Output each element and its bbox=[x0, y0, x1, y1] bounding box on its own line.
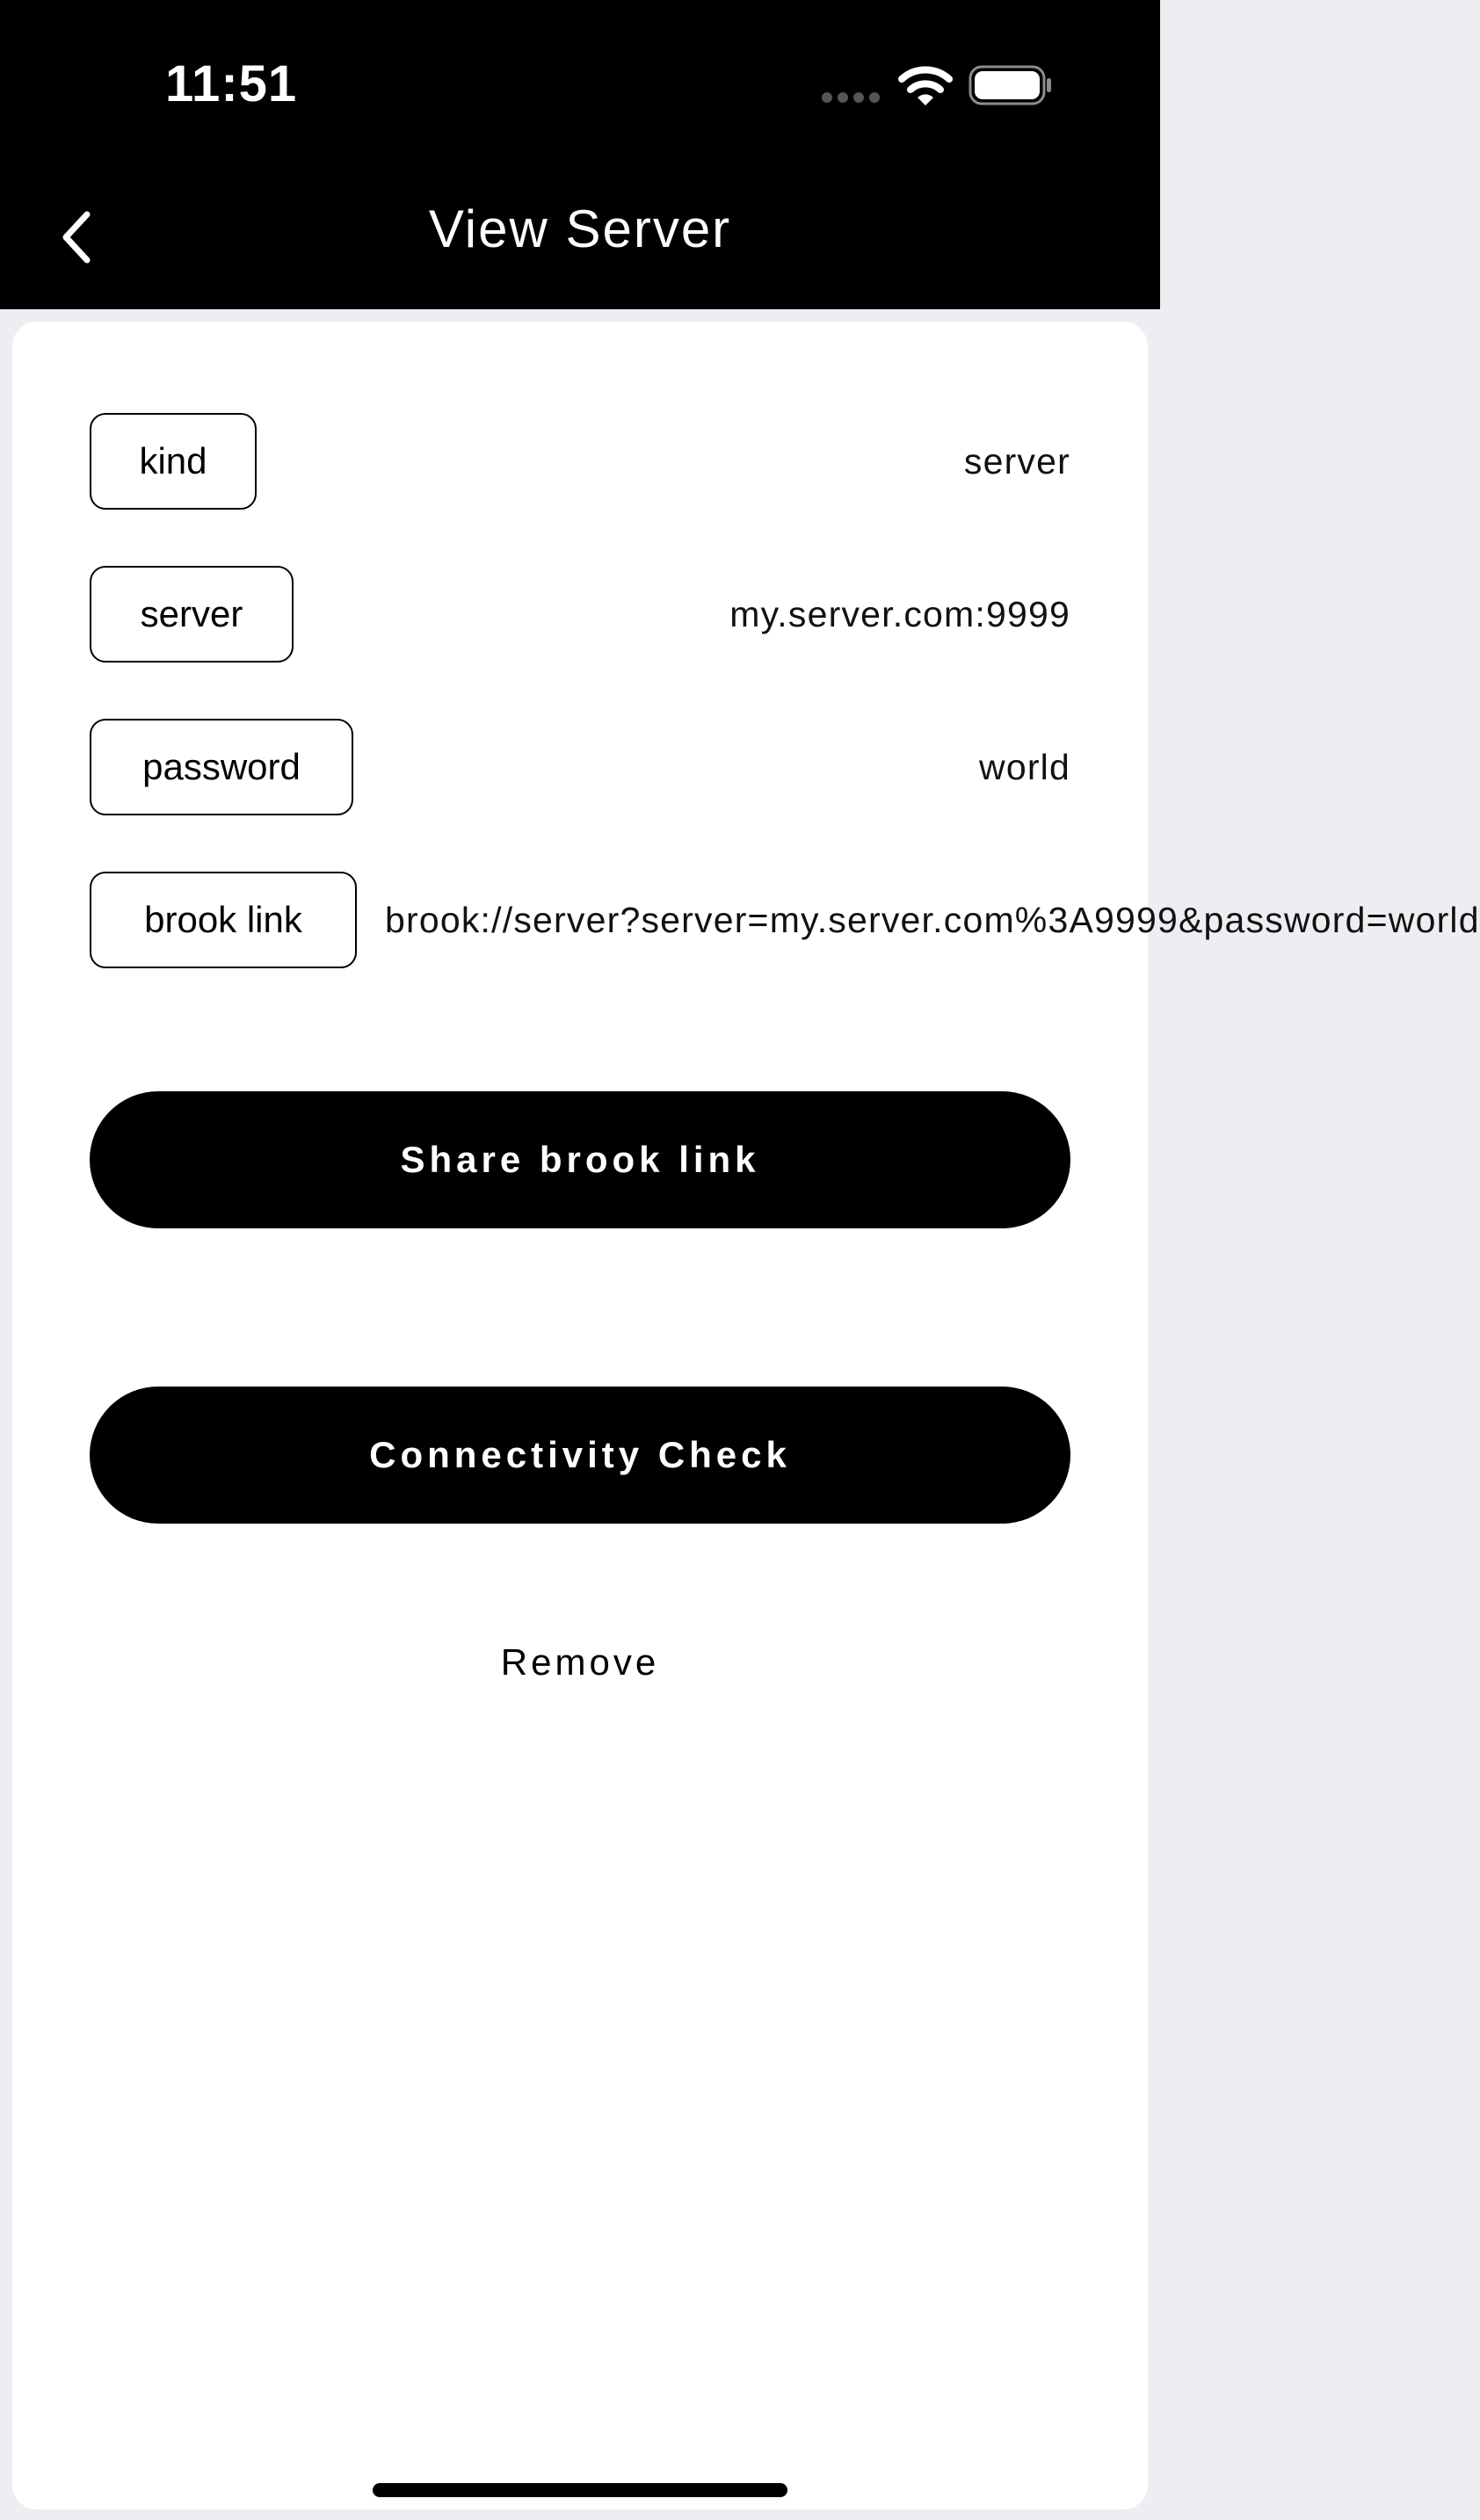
remove-button[interactable]: Remove bbox=[500, 1641, 660, 1683]
chevron-left-icon bbox=[62, 211, 91, 264]
kind-label-chip[interactable]: kind bbox=[90, 413, 257, 510]
password-label-chip[interactable]: password bbox=[90, 719, 353, 815]
brook-link-value: brook://server?server=my.server.com%3A99… bbox=[385, 899, 1480, 940]
connectivity-check-button[interactable]: Connectivity Check bbox=[90, 1387, 1070, 1524]
status-time: 11:51 bbox=[165, 55, 298, 112]
back-button[interactable] bbox=[37, 195, 116, 279]
password-value: world bbox=[979, 746, 1070, 787]
cellular-signal-icon bbox=[822, 92, 880, 103]
battery-icon bbox=[969, 65, 1051, 105]
header-bar: 11:51 View Server bbox=[0, 0, 1160, 309]
server-value: my.server.com:9999 bbox=[729, 593, 1070, 634]
detail-row-kind: kind server bbox=[90, 413, 1070, 513]
share-brook-link-button[interactable]: Share brook link bbox=[90, 1091, 1070, 1228]
server-label-chip[interactable]: server bbox=[90, 566, 294, 663]
brook-link-label-chip[interactable]: brook link bbox=[90, 872, 357, 968]
detail-row-server: server my.server.com:9999 bbox=[90, 566, 1070, 666]
detail-row-brook-link: brook link brook://server?server=my.serv… bbox=[90, 872, 1480, 972]
detail-row-password: password world bbox=[90, 719, 1070, 819]
wifi-icon bbox=[898, 66, 953, 105]
kind-value: server bbox=[963, 440, 1070, 482]
home-indicator bbox=[373, 2483, 787, 2497]
page-title: View Server bbox=[428, 199, 732, 258]
